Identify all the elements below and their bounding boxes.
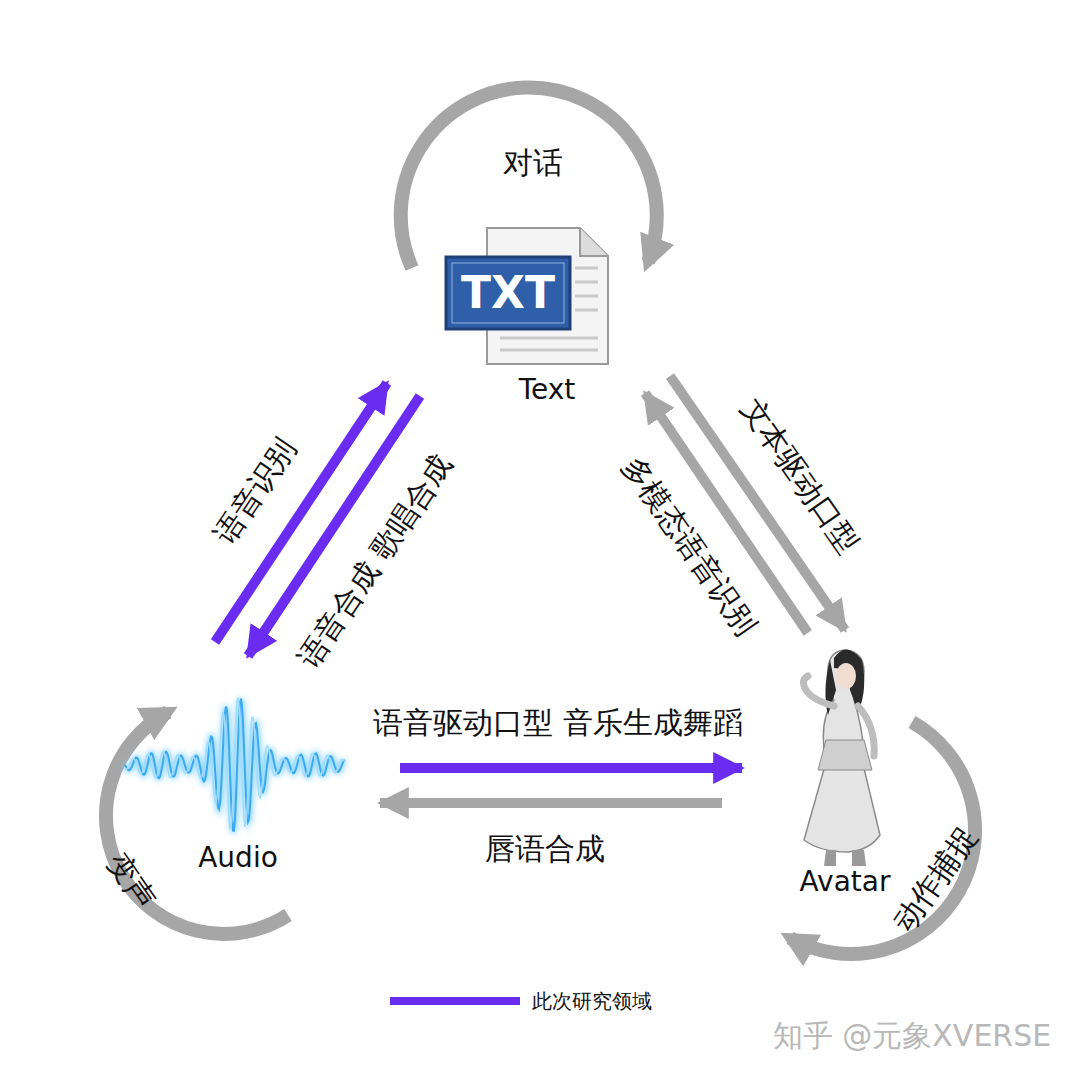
node-label: Avatar bbox=[800, 867, 891, 898]
node-label: TXT bbox=[461, 269, 555, 317]
waveform bbox=[125, 697, 345, 830]
icon-node: TXT Text bbox=[440, 220, 620, 410]
icon-node: Audio bbox=[115, 695, 360, 880]
edge-label: 对话 bbox=[503, 146, 563, 179]
edge-label: 唇语合成 bbox=[485, 832, 605, 865]
legend-label: 此次研究领域 bbox=[532, 990, 652, 1012]
node-label: Text bbox=[519, 375, 576, 406]
connector-arrow bbox=[380, 798, 722, 808]
edge-label: 语音驱动口型 音乐生成舞蹈 bbox=[373, 706, 743, 739]
node-label: Audio bbox=[198, 843, 278, 874]
connector-arrow bbox=[400, 763, 742, 773]
icon-node: Avatar bbox=[780, 640, 915, 902]
watermark: 知乎 @元象XVERSE bbox=[773, 1019, 1051, 1052]
legend-swatch bbox=[390, 997, 520, 1005]
document-icon bbox=[446, 228, 608, 364]
avatar-figure bbox=[803, 649, 880, 866]
edge-label: 文本驱动口型 bbox=[735, 392, 865, 558]
